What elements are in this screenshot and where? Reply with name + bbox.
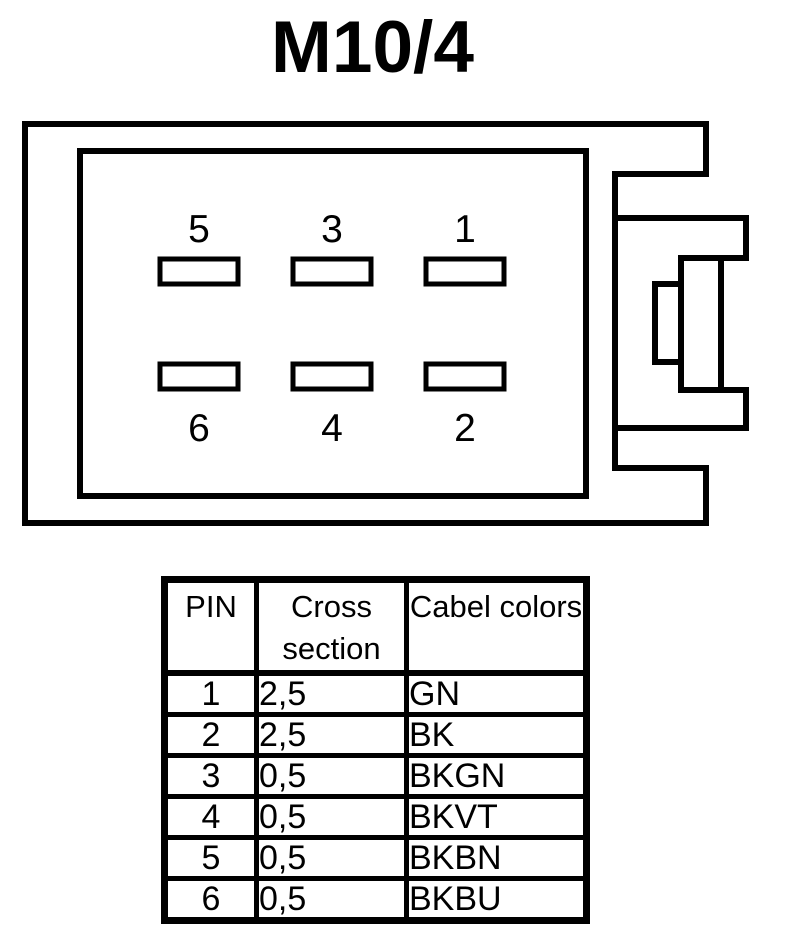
pin-cell: 5 xyxy=(162,835,259,881)
cabel-color-cell: BKBN xyxy=(404,835,589,881)
table-row: 1 2,5 GN xyxy=(162,670,589,717)
connector-housing-outline xyxy=(22,121,709,526)
header-pin: PIN xyxy=(162,577,259,676)
header-cross-section: Cross section xyxy=(254,577,409,676)
cabel-color-cell: GN xyxy=(404,670,589,717)
pin-cell: 2 xyxy=(162,712,259,758)
cross-section-cell: 0,5 xyxy=(254,876,409,923)
table-row: 6 0,5 BKBU xyxy=(162,876,589,923)
cross-section-cell: 0,5 xyxy=(254,753,409,799)
pin-slot-4 xyxy=(290,361,374,392)
pin-number-6: 6 xyxy=(188,407,210,450)
pin-cell: 6 xyxy=(162,876,259,923)
pin-slot-3 xyxy=(290,256,374,287)
pin-cell: 4 xyxy=(162,794,259,840)
pin-cell: 3 xyxy=(162,753,259,799)
connector-latch-outline xyxy=(615,215,749,431)
pin-number-1: 1 xyxy=(454,208,476,251)
cabel-color-cell: BKGN xyxy=(404,753,589,799)
pin-number-3: 3 xyxy=(321,208,343,251)
pin-slot-5 xyxy=(157,256,241,287)
cross-section-cell: 2,5 xyxy=(254,670,409,717)
pin-slot-6 xyxy=(157,361,241,392)
cross-section-cell: 0,5 xyxy=(254,835,409,881)
connector-latch-tab xyxy=(652,281,681,365)
pin-slot-2 xyxy=(423,361,507,392)
cabel-color-cell: BKBU xyxy=(404,876,589,923)
table-row: 4 0,5 BKVT xyxy=(162,794,589,840)
pin-table: PIN Cross section Cabel colors 1 2,5 GN … xyxy=(161,576,590,924)
pin-number-4: 4 xyxy=(321,407,343,450)
cross-section-cell: 2,5 xyxy=(254,712,409,758)
page-title: M10/4 xyxy=(271,7,474,88)
pin-number-2: 2 xyxy=(454,407,476,450)
cabel-color-cell: BKVT xyxy=(404,794,589,840)
connector-pin-cavity xyxy=(77,148,589,499)
table-header-row: PIN Cross section Cabel colors xyxy=(162,577,589,676)
header-cabel-colors: Cabel colors xyxy=(404,577,589,676)
pin-slot-1 xyxy=(423,256,507,287)
pin-number-5: 5 xyxy=(188,208,210,251)
table-row: 2 2,5 BK xyxy=(162,712,589,758)
cabel-color-cell: BK xyxy=(404,712,589,758)
table-row: 5 0,5 BKBN xyxy=(162,835,589,881)
pin-cell: 1 xyxy=(162,670,259,717)
connector-diagram: 5 3 1 6 4 2 xyxy=(22,121,749,526)
table-row: 3 0,5 BKGN xyxy=(162,753,589,799)
cross-section-cell: 0,5 xyxy=(254,794,409,840)
